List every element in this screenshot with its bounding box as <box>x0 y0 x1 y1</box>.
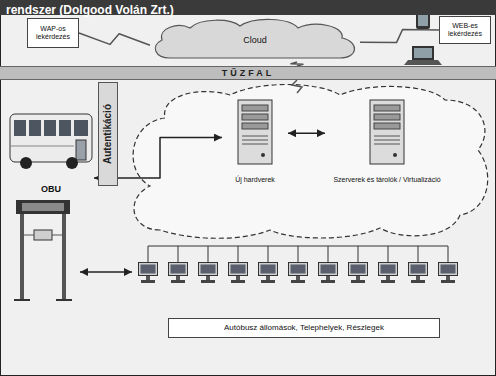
lan-bus-part <box>268 246 269 262</box>
bus-picture-part <box>20 157 32 169</box>
workstations-part <box>229 263 248 284</box>
server-icon-part <box>242 123 268 129</box>
workstations <box>139 263 458 284</box>
lan-bus-part <box>208 246 209 262</box>
laptop-icon-part <box>412 46 434 60</box>
lan-bus-part <box>238 246 239 262</box>
server-icon-part <box>242 114 268 120</box>
workstations-part <box>259 263 278 284</box>
bus-picture <box>8 106 94 176</box>
network-cloud-dashed <box>133 84 488 238</box>
lan-bus-part <box>178 246 179 262</box>
lan-bus-part <box>298 246 299 262</box>
server-label: Szerverek és tárolók / Virtualizáció <box>333 176 440 184</box>
server-icon-part <box>374 114 400 120</box>
lan-bus <box>148 246 448 262</box>
obu-bus: OBU <box>8 106 94 196</box>
lightning-link <box>79 33 150 45</box>
title-bar: rendszer (Dolgood Volán Zrt.) <box>0 0 496 15</box>
picture-frame <box>1 15 496 376</box>
page-title: rendszer (Dolgood Volán Zrt.) <box>0 3 174 17</box>
bus-picture-part <box>76 140 86 160</box>
info-kiosk-part <box>56 299 72 301</box>
server-icon-part <box>242 140 268 141</box>
server-icon-part <box>261 153 265 157</box>
server-icon-part <box>374 140 400 141</box>
server-icon-part <box>374 136 400 137</box>
lan-bus-part <box>418 246 419 262</box>
sites-box: Autóbusz állomások, Telephelyek, Részleg… <box>168 318 440 338</box>
bus-picture-part <box>44 120 56 136</box>
lan-bus-part <box>148 246 149 262</box>
server-icon-part <box>242 144 268 145</box>
cloud-shape-part <box>155 19 354 58</box>
workstations-part <box>169 263 188 284</box>
bus-picture-part <box>14 120 26 136</box>
lan-bus-part <box>328 246 329 262</box>
wap-query-box: WAP-os lekérdezés <box>27 18 79 48</box>
info-kiosk-part <box>20 212 24 300</box>
info-kiosk <box>14 200 72 300</box>
info-kiosk-part <box>16 200 70 214</box>
server-icon-part <box>374 144 400 145</box>
laptop-icon-part <box>404 60 442 65</box>
info-kiosk-part <box>22 203 64 211</box>
lightning-link <box>292 80 302 93</box>
server-icon-part <box>374 105 400 111</box>
bus-picture-part <box>10 114 92 162</box>
laptop-icon-part <box>414 48 432 58</box>
server-icon-part <box>242 136 268 137</box>
cloud-label: Cloud <box>243 35 267 45</box>
server-icon-part <box>242 105 268 111</box>
bus-picture-part <box>66 157 78 169</box>
workstations-part <box>139 263 158 284</box>
info-kiosk-part <box>52 235 62 236</box>
bus-picture-part <box>74 120 88 136</box>
web-query-box: WEB-es lekérdezés <box>439 16 491 44</box>
bus-picture-part <box>59 120 71 136</box>
box-label: WEB-es lekérdezés <box>442 22 488 38</box>
workstations-part <box>319 263 338 284</box>
lan-bus-part <box>358 246 359 262</box>
info-kiosk-part <box>62 212 66 300</box>
bus-picture-part <box>29 120 41 136</box>
laptop-icon <box>404 46 442 65</box>
server-icon-part <box>393 153 397 157</box>
server-icon-part <box>238 100 272 164</box>
firewall-band: TŰZFAL <box>0 66 496 80</box>
info-kiosk-part <box>14 299 30 301</box>
workstations-part <box>409 263 428 284</box>
double-arrow <box>288 132 325 134</box>
workstations-part <box>349 263 368 284</box>
cloud-node: Cloud <box>150 18 360 62</box>
server-icon <box>230 98 280 168</box>
box-label: Autóbusz állomások, Telephelyek, Részleg… <box>224 323 384 332</box>
band-label: Autentikáció <box>102 104 114 164</box>
server-icon-part <box>370 100 404 164</box>
band-label: TŰZFAL <box>222 68 275 78</box>
device-label: OBU <box>41 184 61 194</box>
server-label: Új hardverek <box>235 176 275 184</box>
box-label: WAP-os lekérdezés <box>30 25 76 41</box>
bus-picture-part <box>10 146 74 147</box>
server-icon <box>362 98 412 168</box>
double-arrow <box>80 271 132 273</box>
workstations-part <box>379 263 398 284</box>
lan-bus-part <box>388 246 389 262</box>
server-node: Új hardverek <box>222 98 288 186</box>
info-kiosk-part <box>24 235 34 236</box>
server-icon-part <box>374 123 400 129</box>
auth-band: Autentikáció <box>98 82 118 186</box>
lan-bus-part <box>448 246 449 262</box>
info-kiosk-part <box>34 230 52 240</box>
workstations-part <box>199 263 218 284</box>
workstations-part <box>289 263 308 284</box>
lightning-link <box>360 30 439 43</box>
server-node: Szerverek és tárolók / Virtualizáció <box>325 98 449 186</box>
workstations-part <box>439 263 458 284</box>
